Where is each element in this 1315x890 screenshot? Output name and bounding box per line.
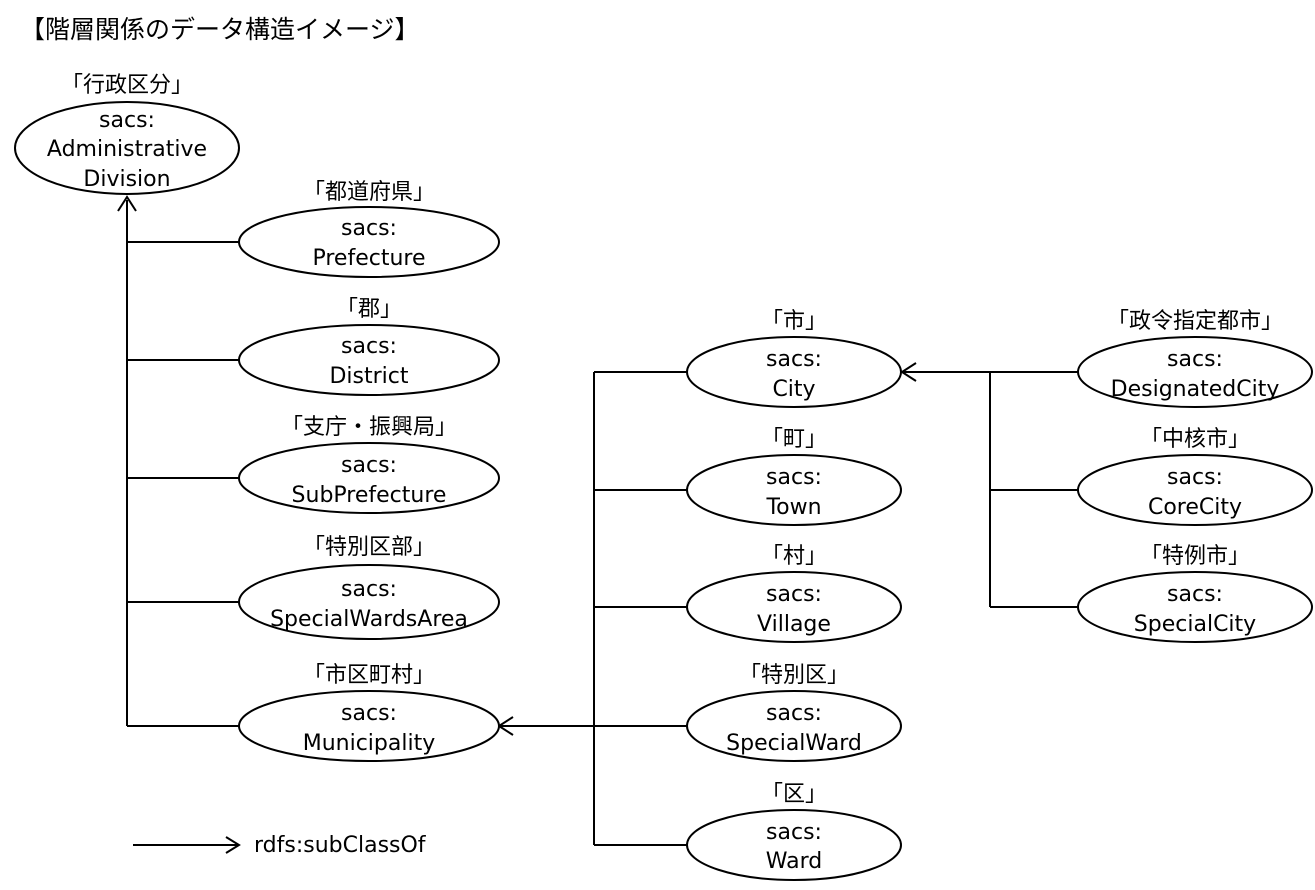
node-core-city: 「中核市」 sacs: CoreCity: [1077, 427, 1313, 526]
node-ellipse: [238, 564, 500, 640]
node-ellipse: [686, 809, 902, 881]
legend: rdfs:subClassOf: [133, 833, 427, 858]
node-line2: DesignatedCity: [1111, 377, 1280, 402]
node-line2: Prefecture: [312, 246, 425, 271]
node-ellipse: [1077, 336, 1313, 408]
node-line2: SpecialCity: [1134, 612, 1256, 637]
node-line1: sacs:: [766, 820, 822, 845]
node-ellipse: [686, 571, 902, 643]
node-jp-label: 「特例市」: [1140, 544, 1250, 569]
node-line2: SpecialWard: [726, 731, 862, 756]
node-ellipse: [14, 101, 240, 195]
node-line2: SubPrefecture: [292, 483, 447, 508]
diagram-title: 【階層関係のデータ構造イメージ】: [20, 15, 420, 44]
node-line2: Municipality: [303, 731, 436, 756]
node-line1: sacs:: [766, 701, 822, 726]
node-jp-label: 「都道府県」: [303, 180, 435, 205]
node-line2: City: [772, 377, 815, 402]
node-city: 「市」 sacs: City: [686, 309, 902, 408]
node-line1: sacs:: [99, 108, 155, 133]
node-village: 「村」 sacs: Village: [686, 544, 902, 643]
node-jp-label: 「特別区部」: [303, 535, 435, 560]
node-designated-city: 「政令指定都市」 sacs: DesignatedCity: [1077, 309, 1313, 408]
node-jp-label: 「特別区」: [739, 663, 849, 688]
node-town: 「町」 sacs: Town: [686, 427, 902, 526]
node-jp-label: 「郡」: [336, 297, 402, 322]
node-line1: sacs:: [1167, 347, 1223, 372]
node-line1: sacs:: [1167, 582, 1223, 607]
node-jp-label: 「町」: [761, 427, 827, 452]
node-line2: Village: [757, 612, 831, 637]
node-ellipse: [686, 454, 902, 526]
node-ellipse: [238, 324, 500, 396]
node-ellipse: [1077, 571, 1313, 643]
node-line2: Town: [765, 495, 821, 520]
node-municipality: 「市区町村」 sacs: Municipality: [238, 663, 500, 762]
node-line2: District: [329, 364, 408, 389]
node-special-ward: 「特別区」 sacs: SpecialWard: [686, 663, 902, 762]
node-line1: sacs:: [341, 334, 397, 359]
node-jp-label: 「支庁・振興局」: [281, 415, 457, 440]
node-line3: Division: [83, 167, 170, 192]
node-ellipse: [238, 690, 500, 762]
node-ellipse: [686, 690, 902, 762]
node-jp-label: 「区」: [761, 782, 827, 807]
node-jp-label: 「行政区分」: [61, 73, 193, 98]
node-ellipse: [238, 206, 500, 278]
node-line2: CoreCity: [1148, 495, 1242, 520]
node-line1: sacs:: [766, 465, 822, 490]
node-ellipse: [686, 336, 902, 408]
node-ellipse: [1077, 454, 1313, 526]
node-jp-label: 「市」: [761, 309, 827, 334]
node-administrative-division: 「行政区分」 sacs: Administrative Division: [14, 73, 240, 195]
node-subprefecture: 「支庁・振興局」 sacs: SubPrefecture: [238, 415, 500, 514]
legend-arrowhead: [225, 836, 241, 854]
legend-label: rdfs:subClassOf: [254, 833, 427, 858]
node-ellipse: [238, 442, 500, 514]
node-ward: 「区」 sacs: Ward: [686, 782, 902, 881]
node-line1: sacs:: [341, 216, 397, 241]
arrowhead-admin: [117, 195, 137, 212]
node-line1: sacs:: [341, 577, 397, 602]
node-special-city: 「特例市」 sacs: SpecialCity: [1077, 544, 1313, 643]
node-line2: SpecialWardsArea: [270, 607, 468, 632]
node-jp-label: 「政令指定都市」: [1107, 309, 1283, 334]
node-jp-label: 「中核市」: [1140, 427, 1250, 452]
node-line1: sacs:: [766, 347, 822, 372]
node-jp-label: 「村」: [761, 544, 827, 569]
node-line1: sacs:: [341, 701, 397, 726]
node-line2: Ward: [766, 849, 822, 874]
node-district: 「郡」 sacs: District: [238, 297, 500, 396]
node-line1: sacs:: [341, 453, 397, 478]
node-jp-label: 「市区町村」: [303, 663, 435, 688]
node-line2: Administrative: [47, 137, 207, 162]
node-prefecture: 「都道府県」 sacs: Prefecture: [238, 180, 500, 278]
connectors: [117, 195, 1078, 846]
node-line1: sacs:: [766, 582, 822, 607]
node-special-wards-area: 「特別区部」 sacs: SpecialWardsArea: [238, 535, 500, 640]
node-line1: sacs:: [1167, 465, 1223, 490]
